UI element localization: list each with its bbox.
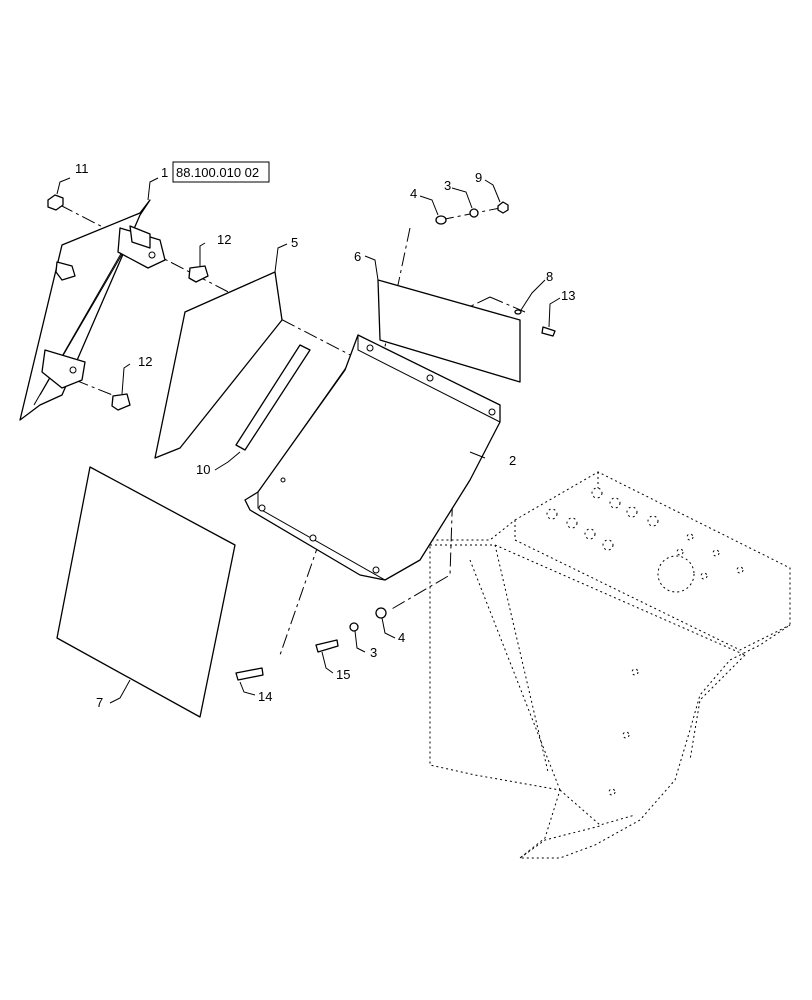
reference-box-text: 88.100.010 02 [176, 165, 259, 180]
nut-part-11 [47, 194, 64, 211]
lockwasher-part-3-lower [349, 622, 359, 632]
callout-4a: 4 [410, 186, 417, 201]
leader-lines [56, 177, 561, 704]
callout-4b: 4 [398, 630, 405, 645]
callout-1: 1 [161, 165, 168, 180]
callout-3b: 3 [370, 645, 377, 660]
clip-part-12-upper [188, 265, 209, 283]
bolt-part-13 [235, 667, 264, 681]
lockwasher-part-3-upper [469, 208, 479, 218]
bolt-part-15 [315, 639, 339, 653]
callout-14: 13 [561, 288, 575, 303]
bolt-part-14 [541, 326, 556, 337]
callout-2: 2 [509, 453, 516, 468]
hardware-fasteners [47, 194, 556, 681]
callout-12b: 12 [138, 354, 152, 369]
clip-part-12-lower [111, 393, 131, 411]
foam-pad-part-6 [377, 279, 521, 383]
callout-15: 15 [336, 667, 350, 682]
callout-labels: 11 1 12 12 5 6 4 3 9 8 13 2 10 7 14 15 3… [75, 161, 575, 710]
callout-3a: 3 [444, 178, 451, 193]
callout-7: 7 [96, 695, 103, 710]
callout-5: 5 [291, 235, 298, 250]
reference-frame [429, 471, 791, 859]
side-panel-part-5 [154, 271, 283, 459]
bracket-assembly-part-1 [19, 199, 166, 421]
callout-11: 11 [75, 161, 89, 176]
callout-8: 8 [546, 269, 553, 284]
callout-12a: 12 [217, 232, 231, 247]
callout-10: 10 [196, 462, 210, 477]
washer-part-4-upper [435, 215, 447, 225]
washer-part-8 [514, 309, 522, 315]
reference-box: 88.100.010 02 [172, 161, 270, 183]
callout-13: 14 [258, 689, 272, 704]
callout-6: 6 [354, 249, 361, 264]
flat-panel-part-7 [56, 466, 236, 718]
callout-9: 9 [475, 170, 482, 185]
nut-part-9 [497, 201, 509, 214]
washer-part-4-lower [375, 607, 387, 619]
shield-plate-part-2 [244, 334, 501, 581]
